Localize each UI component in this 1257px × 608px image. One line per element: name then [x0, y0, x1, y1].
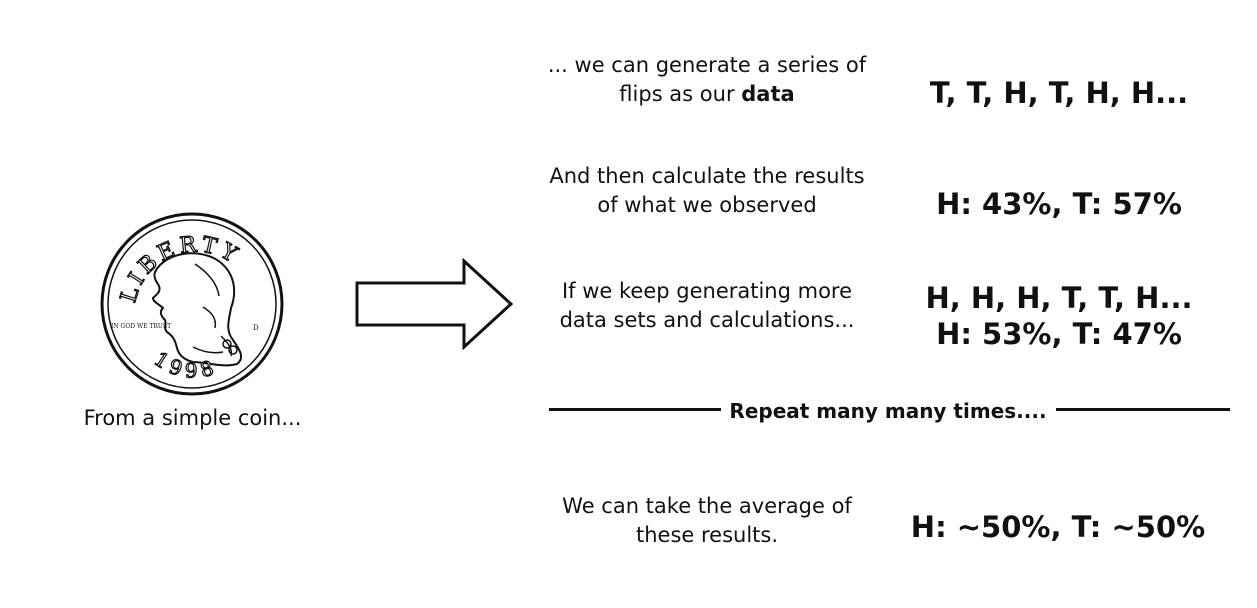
quarter-coin-illustration: LIBERTY IN GOD WE TRUST D 1998 — [100, 212, 284, 396]
divider-line-left — [549, 408, 721, 411]
step-result-sequence-2: H, H, H, T, T, H... — [925, 281, 1193, 315]
coin-mint-mark: D — [253, 324, 259, 332]
coin-motto-trust: IN GOD WE TRUST — [111, 323, 171, 330]
step-result-percentages: H: 43%, T: 57% — [936, 187, 1182, 221]
coin-portrait — [151, 252, 243, 367]
step-description-repeat: If we keep generating more data sets and… — [559, 279, 855, 332]
final-result: H: ~50%, T: ~50% — [910, 510, 1206, 544]
divider-line-right — [1056, 408, 1230, 411]
repeat-label: Repeat many many times.... — [729, 399, 1047, 423]
coin-caption: From a simple coin... — [83, 406, 302, 430]
step-description-data: ... we can generate a series of flips as… — [542, 51, 872, 109]
right-arrow-icon — [355, 258, 514, 350]
step-description-text: ... we can generate a series of flips as… — [547, 53, 867, 106]
step-description-calculate: And then calculate the results of what w… — [549, 164, 865, 217]
step-description-bold-word: data — [741, 82, 795, 106]
step-result-sequence: T, T, H, T, H, H... — [929, 76, 1189, 110]
final-description: We can take the average of these results… — [562, 494, 852, 547]
step-result-percentages-2: H: 53%, T: 47% — [936, 317, 1182, 351]
